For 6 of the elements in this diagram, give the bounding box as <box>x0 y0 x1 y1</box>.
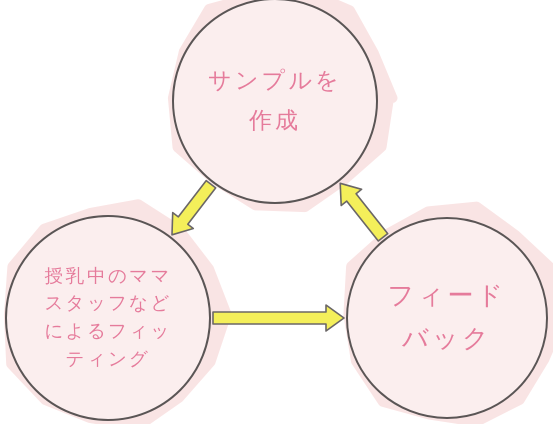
step-label: 授乳中のママスタッフなどによるフィッティング <box>43 264 173 372</box>
arrow <box>212 304 345 332</box>
step-label: サンプルを作成 <box>207 66 343 136</box>
arrow <box>171 180 216 236</box>
step-label: フィードバック <box>387 280 507 356</box>
arrow <box>339 182 388 242</box>
